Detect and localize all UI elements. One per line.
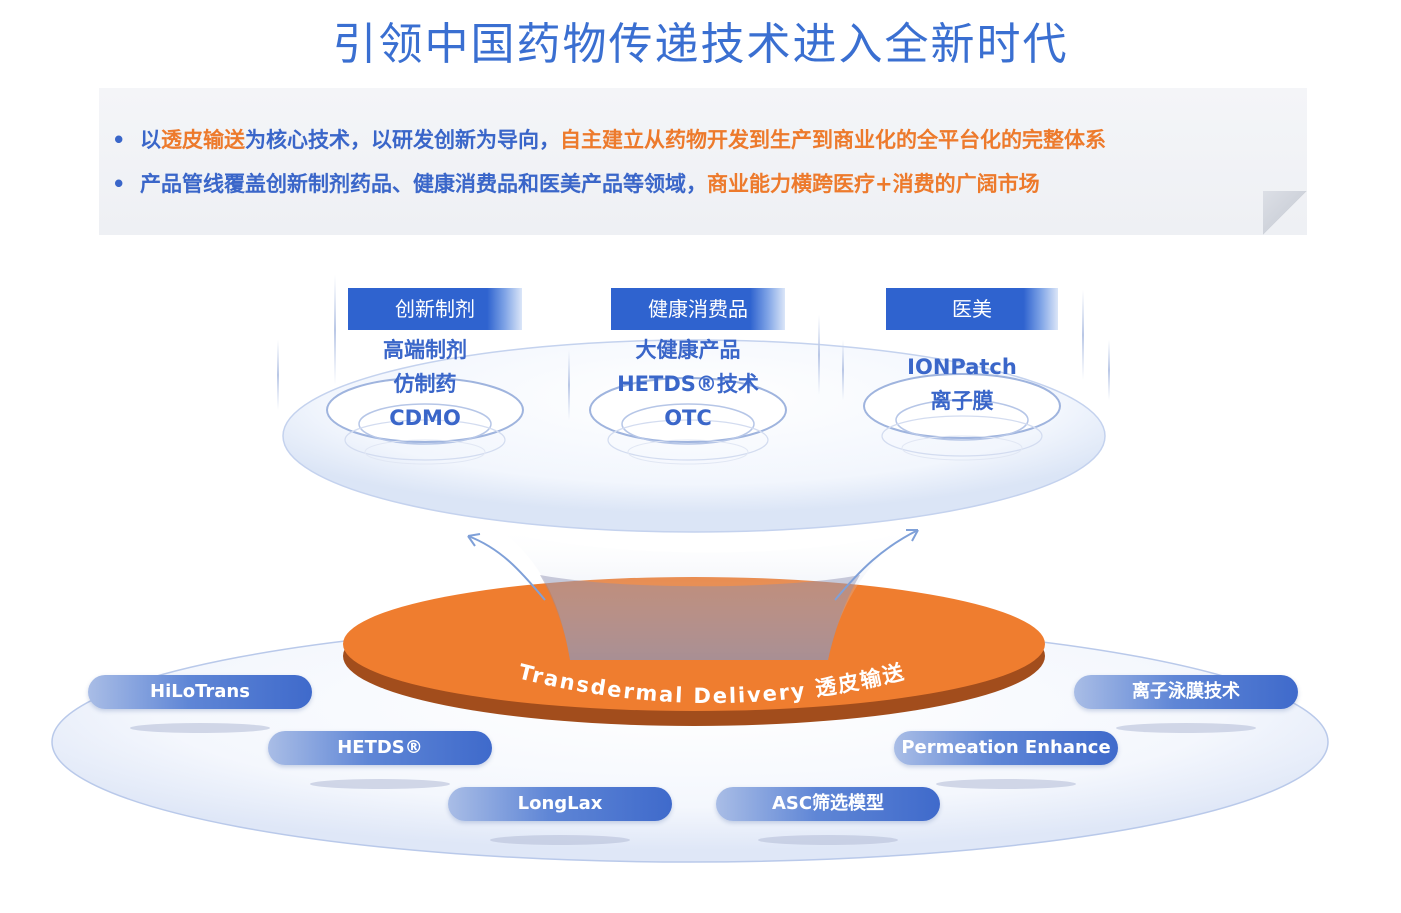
category-label: 医美: [952, 297, 992, 321]
category-item: OTC: [664, 406, 712, 430]
category-item: 离子膜: [930, 389, 994, 413]
light-line: [1082, 290, 1084, 380]
category-item: CDMO: [389, 406, 461, 430]
category-item: 高端制剂: [383, 338, 467, 362]
category-item: IONPatch: [907, 355, 1017, 379]
pill-shadow: [758, 835, 898, 845]
pill-shadow: [310, 779, 450, 789]
category-items-consumer: 大健康产品 HETDS®技术 OTC: [578, 333, 798, 435]
page-title: 引领中国药物传递技术进入全新时代: [332, 19, 1069, 70]
category-label: 创新制剂: [395, 297, 475, 321]
pill-shadow: [130, 723, 270, 733]
ring-group-2: [589, 377, 787, 465]
bullet-1-text-4: 自主建立从药物开发到生产到商业化的全平台化的完整体系: [560, 128, 1106, 152]
tech-pill-permeation-enhance: Permeation Enhance: [894, 731, 1118, 765]
category-header-consumer: 健康消费品: [611, 288, 785, 330]
category-items-aesthetic: IONPatch 离子膜: [862, 350, 1062, 418]
light-line: [842, 340, 844, 400]
category-header-innovative: 创新制剂: [348, 288, 522, 330]
ring-group-3: [863, 373, 1061, 461]
summary-panel: [99, 88, 1307, 235]
light-line: [818, 315, 820, 395]
up-arrow-right-icon: [834, 529, 919, 601]
bullet-2-text-1: 产品管线覆盖创新制剂药品、健康消费品和医美产品等领域，: [140, 172, 707, 196]
category-header-aesthetic: 医美: [886, 288, 1058, 330]
tech-pill-asc-model: ASC筛选模型: [716, 787, 940, 821]
light-line: [334, 275, 336, 385]
pill-shadow: [936, 779, 1076, 789]
tech-pill-hetds: HETDS®: [268, 731, 492, 765]
bullet-2-text-2: 商业能力横跨医疗+消费的广阔市场: [707, 172, 1040, 196]
bullet-1-text-2: 透皮输送: [161, 128, 245, 152]
bullet-marker: •: [112, 172, 126, 196]
bullet-1-text-3: 为核心技术，以研发创新为导向，: [245, 128, 560, 152]
flow-funnel-shade: [540, 575, 860, 660]
ring-group-1: [326, 377, 524, 465]
tech-pill-hilotrans: HiLoTrans: [88, 675, 312, 709]
light-line: [1108, 340, 1110, 400]
summary-bullet-1: • 以透皮输送为核心技术，以研发创新为导向，自主建立从药物开发到生产到商业化的全平…: [112, 124, 1106, 154]
category-item: 仿制药: [393, 372, 457, 396]
tech-pill-longlax: LongLax: [448, 787, 672, 821]
page-curl-icon: [1263, 191, 1307, 235]
tech-pill-ionic-membrane: 离子泳膜技术: [1074, 675, 1298, 709]
summary-bullet-2: • 产品管线覆盖创新制剂药品、健康消费品和医美产品等领域，商业能力横跨医疗+消费的…: [112, 168, 1040, 198]
bullet-marker: •: [112, 128, 126, 152]
category-item: HETDS®技术: [617, 372, 759, 396]
flow-funnel: [500, 530, 910, 660]
category-item: 大健康产品: [635, 338, 741, 362]
pill-shadow: [490, 835, 630, 845]
pill-shadow: [1116, 723, 1256, 733]
category-items-innovative: 高端制剂 仿制药 CDMO: [325, 333, 525, 435]
light-line: [277, 340, 279, 410]
light-line: [568, 350, 570, 420]
up-arrow-left-icon: [467, 533, 546, 601]
bullet-1-text-1: 以: [140, 128, 161, 152]
category-label: 健康消费品: [648, 297, 748, 321]
